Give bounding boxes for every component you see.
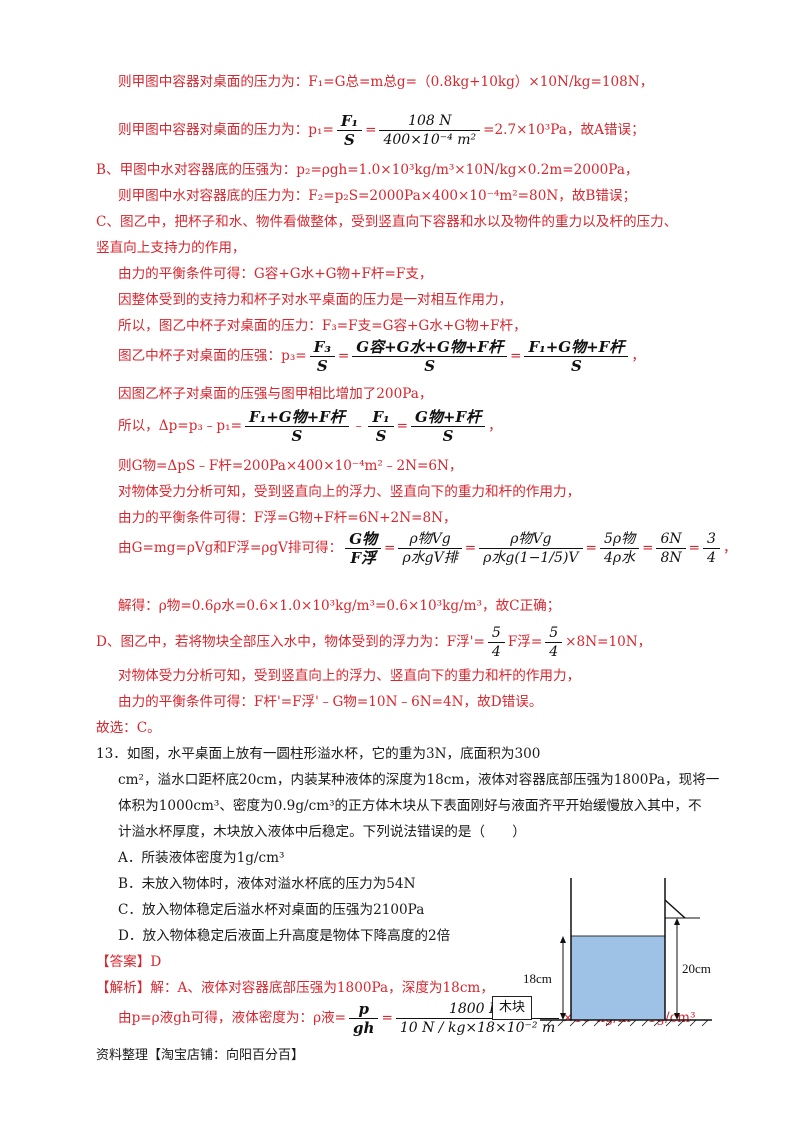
question-line-1: 13．如图，水平桌面上放有一圆柱形溢水杯，它的重为3N，底面积为300: [96, 746, 541, 762]
footer-text: 资料整理【淘宝店铺：向阳百分百】: [96, 1048, 305, 1063]
label-20cm: 20cm: [682, 961, 711, 976]
overflow-cup-figure: 18cm 20cm: [523, 878, 712, 1027]
solution-line-20: 由力的平衡条件可得：F杆'=F浮'﹣G物=10N﹣6N=4N，故D错误。: [118, 694, 543, 710]
option-a: A．所装液体密度为1g/cm³: [118, 850, 285, 866]
answer-value: D: [150, 954, 162, 970]
option-b: B．未放入物体时，液体对溢水杯底的压力为54N: [118, 876, 416, 892]
answer-row: 【答案】D: [96, 952, 161, 972]
answer-label: 【答案】: [96, 954, 151, 970]
solution-line-21: 故选：C。: [96, 720, 161, 736]
solution-line-8: 因整体受到的支持力和杯子对水平桌面的压力是一对相互作用力，: [118, 292, 513, 308]
option-c: C．放入物体稳定后溢水杯对桌面的压强为2100Pa: [118, 902, 425, 918]
solution-line-9: 所以，图乙中杯子对桌面的压力：F₃=F支=G容+G水+G物+F杆，: [118, 318, 527, 334]
solution-line-19: 对物体受力分析可知，受到竖直向上的浮力、竖直向下的重力和杆的作用力，: [118, 668, 581, 684]
analysis-row-1: 【解析】解：A、液体对容器底部压强为1800Pa，深度为18cm，: [96, 980, 494, 996]
table-hatch: [545, 1019, 709, 1027]
solution-line-11: 因图乙杯子对桌面的压强与图甲相比增加了200Pa，: [118, 386, 433, 402]
question-line-4: 计溢水杯厚度，木块放入液体中后稳定。下列说法错误的是（ ）: [118, 824, 526, 840]
solution-line-14: 对物体受力分析可知，受到竖直向上的浮力、竖直向下的重力和杆的作用力，: [118, 484, 581, 500]
solution-line-1: 则甲图中容器对桌面的压力为：F₁=G总=m总g=（0.8kg+10kg）×10N…: [118, 74, 654, 90]
option-d: D．放入物体稳定后液面上升高度是物体下降高度的2倍: [118, 928, 451, 944]
solution-line-7: 由力的平衡条件可得：G容+G水+G物+F杆=F支，: [118, 266, 433, 282]
solution-line-3: B、甲图中水对容器底的压强为：p₂=ρgh=1.0×10³kg/m³×10N/k…: [96, 162, 639, 178]
wood-block: 木块: [492, 996, 532, 1020]
solution-line-6: 竖直向上支持力的作用，: [96, 240, 246, 256]
solution-line-5: C、图乙中，把杯子和水、物件看做整体，受到竖直向下容器和水以及物件的重力以及杆的…: [96, 214, 678, 230]
solution-line-13: 则G物=ΔpS﹣F杆=200Pa×400×10⁻⁴m²﹣2N=6N，: [118, 458, 463, 474]
spout: [664, 899, 686, 919]
question-line-3: 体积为1000cm³、密度为0.9g/cm³的正方体木块从下表面刚好与液面齐平开…: [118, 798, 702, 814]
solution-line-17: 解得：ρ物=0.6ρ水=0.6×1.0×10³kg/m³=0.6×10³kg/m…: [118, 598, 561, 614]
solution-line-15: 由力的平衡条件可得：F浮=G物+F杆=6N+2N=8N，: [118, 510, 457, 526]
label-18cm: 18cm: [523, 971, 552, 986]
solution-line-4: 则甲图中水对容器底的压力为：F₂=p₂S=2000Pa×400×10⁻⁴m²=8…: [118, 188, 637, 204]
question-line-2: cm²，溢水口距杯底20cm，内装某种液体的深度为18cm，液体对容器底部压强为…: [118, 772, 720, 788]
analysis-label: 【解析】: [96, 980, 151, 996]
liquid: [570, 935, 666, 1021]
